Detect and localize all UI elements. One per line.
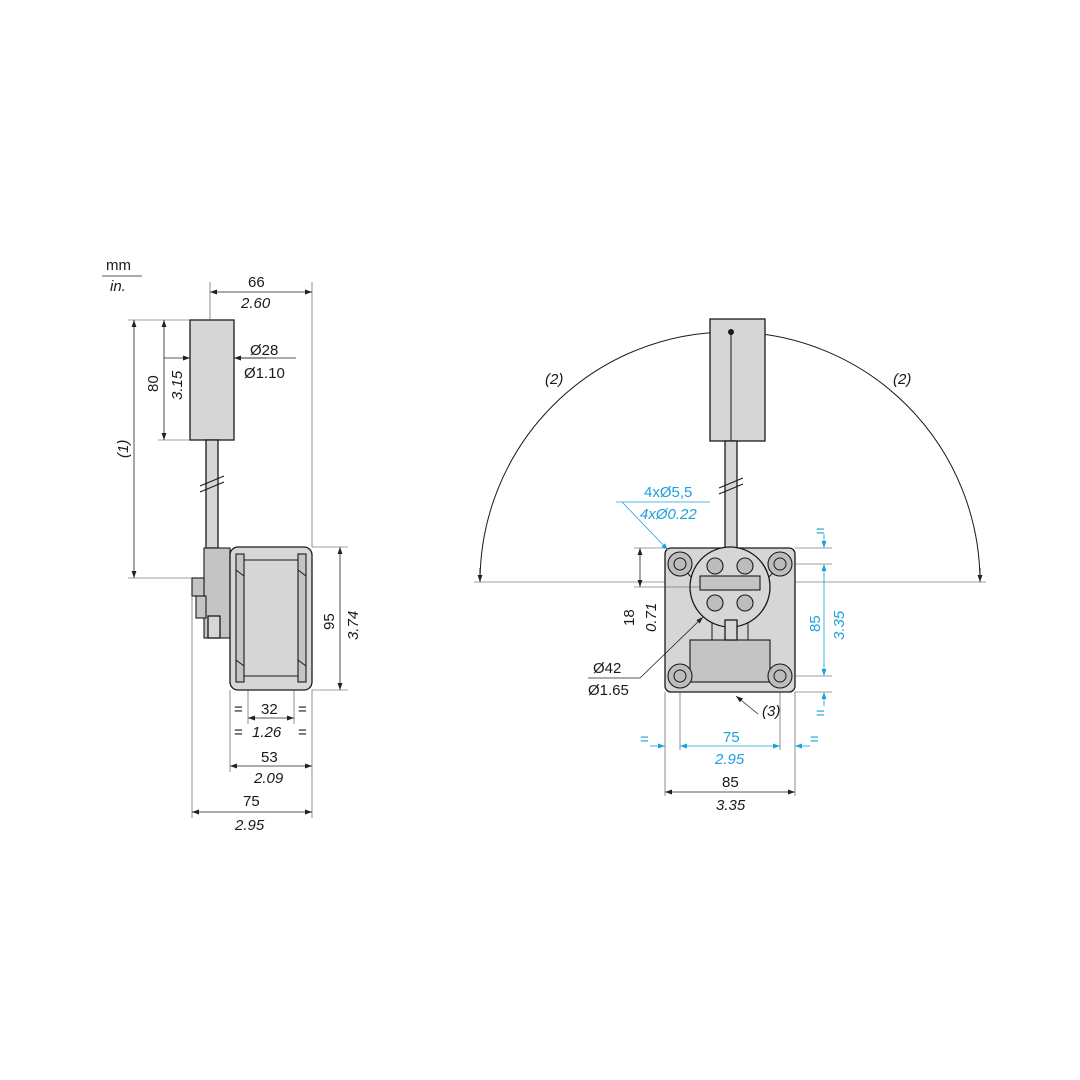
front-eq-right: = [810, 731, 819, 748]
side-spacing-in: 1.26 [252, 724, 282, 741]
side-width-mm: 53 [261, 749, 278, 766]
side-depth-in: 2.60 [240, 295, 271, 312]
front-eq-bottom: = [816, 705, 825, 722]
unit-in: in. [110, 278, 126, 295]
side-eq-4: = [298, 724, 307, 741]
side-height-in: 3.74 [345, 611, 362, 640]
front-eq-top: = [816, 523, 825, 540]
side-width-in: 2.09 [253, 770, 284, 787]
side-eq-1: = [234, 701, 243, 718]
front-note-3: (3) [762, 703, 780, 720]
front-offset-in: 0.71 [643, 603, 660, 632]
front-height-in: 3.35 [831, 610, 848, 640]
units-legend: mm in. [102, 257, 142, 295]
side-rod-length-mm: 80 [145, 375, 162, 392]
front-note-2-left: (2) [545, 371, 563, 388]
front-holes-in: 4xØ0.22 [640, 506, 697, 523]
front-width-mm: 85 [722, 774, 739, 791]
front-height-mm: 85 [807, 615, 824, 632]
side-depth-mm: 66 [248, 274, 265, 291]
side-rod-dia-mm: Ø28 [250, 342, 278, 359]
front-spacing-in: 2.95 [714, 751, 745, 768]
side-view: 66 2.60 Ø28 Ø1.10 80 3.15 (1) 95 3.74 = … [115, 274, 362, 834]
front-view: (2) (2) 4xØ5,5 4xØ0.22 18 0.71 [474, 318, 986, 814]
side-overall-mm: 75 [243, 793, 260, 810]
front-hub-dia-in: Ø1.65 [588, 682, 629, 699]
front-width-in: 3.35 [716, 797, 746, 814]
side-eq-2: = [298, 701, 307, 718]
front-hub-dia-mm: Ø42 [593, 660, 621, 677]
side-rod-dia-in: Ø1.10 [244, 365, 285, 382]
side-rod-length-in: 3.15 [169, 370, 186, 400]
front-eq-left: = [640, 731, 649, 748]
unit-mm: mm [106, 257, 131, 274]
side-spacing-mm: 32 [261, 701, 278, 718]
side-overall-in: 2.95 [234, 817, 265, 834]
front-holes-mm: 4xØ5,5 [644, 484, 692, 501]
side-eq-3: = [234, 724, 243, 741]
side-note-1: (1) [115, 440, 132, 458]
front-note-2-right: (2) [893, 371, 911, 388]
front-offset-mm: 18 [621, 609, 638, 626]
front-spacing-mm: 75 [723, 729, 740, 746]
side-height-mm: 95 [321, 613, 338, 630]
